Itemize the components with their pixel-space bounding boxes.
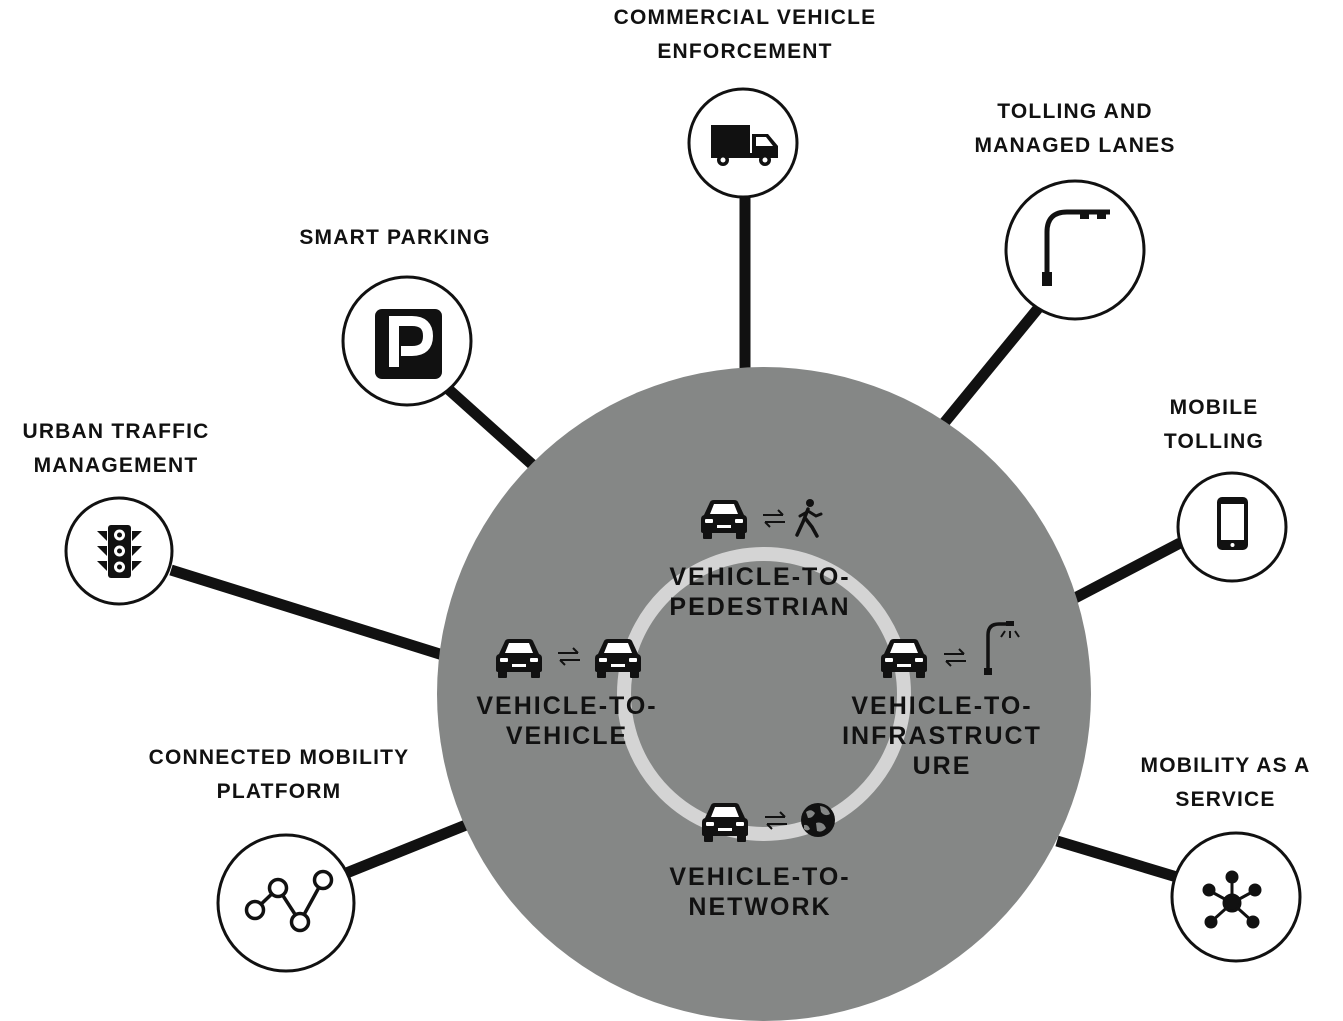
label-line: NETWORK bbox=[688, 893, 832, 921]
label-line: VEHICLE-TO- bbox=[669, 863, 851, 891]
central-disc bbox=[437, 367, 1091, 1021]
label-line: MANAGED LANES bbox=[974, 134, 1176, 157]
spoke-mobile bbox=[1072, 538, 1183, 603]
label-vehicle-to-network: VEHICLE-TO- NETWORK bbox=[630, 862, 890, 922]
label-urban-traffic-management: URBAN TRAFFIC MANAGEMENT bbox=[0, 415, 232, 483]
node-commercial-vehicle-enforcement bbox=[687, 87, 799, 199]
label-line: CONNECTED MOBILITY bbox=[148, 746, 410, 769]
node-smart-parking bbox=[341, 275, 473, 407]
label-line: ENFORCEMENT bbox=[657, 40, 833, 63]
label-vehicle-to-pedestrian: VEHICLE-TO- PEDESTRIAN bbox=[630, 562, 890, 622]
inner-ring bbox=[617, 547, 911, 841]
label-line: MANAGEMENT bbox=[33, 454, 199, 477]
streetlight-icon bbox=[984, 621, 1020, 675]
spoke-maas bbox=[1055, 835, 1182, 884]
label-vehicle-to-vehicle: VEHICLE-TO- VEHICLE bbox=[437, 691, 697, 751]
label-line: SMART PARKING bbox=[299, 226, 491, 249]
label-line: VEHICLE-TO- bbox=[476, 692, 658, 720]
label-commercial-vehicle-enforcement: COMMERCIAL VEHICLE ENFORCEMENT bbox=[560, 1, 930, 69]
spoke-connected bbox=[341, 819, 469, 880]
parking-icon bbox=[375, 309, 442, 379]
label-line: VEHICLE-TO- bbox=[669, 563, 851, 591]
label-line: TOLLING AND bbox=[997, 100, 1153, 123]
label-smart-parking: SMART PARKING bbox=[265, 221, 525, 255]
spoke-parking bbox=[433, 374, 539, 472]
pedestrian-icon bbox=[795, 499, 823, 538]
spoke-urban bbox=[169, 564, 448, 662]
label-connected-mobility-platform: CONNECTED MOBILITY PLATFORM bbox=[120, 741, 438, 809]
gantry-icon bbox=[1042, 209, 1110, 286]
label-line: COMMERCIAL VEHICLE bbox=[613, 6, 877, 29]
label-line: VEHICLE-TO- bbox=[851, 692, 1033, 720]
label-line: MOBILITY AS A bbox=[1140, 754, 1311, 777]
node-mobile-tolling bbox=[1176, 471, 1288, 583]
spoke-tolling bbox=[935, 302, 1045, 432]
smartphone-icon bbox=[1217, 497, 1248, 550]
label-line: TOLLING bbox=[1163, 430, 1265, 453]
label-line: MOBILE bbox=[1169, 396, 1259, 419]
node-urban-traffic-management bbox=[64, 496, 174, 606]
label-line: PLATFORM bbox=[216, 780, 342, 803]
node-tolling-and-managed-lanes bbox=[1004, 179, 1146, 321]
label-mobility-as-a-service: MOBILITY AS A SERVICE bbox=[1118, 749, 1333, 817]
node-circle bbox=[1004, 179, 1146, 321]
label-line: URBAN TRAFFIC bbox=[22, 420, 210, 443]
label-mobile-tolling: MOBILE TOLLING bbox=[1130, 391, 1298, 459]
traffic-light-icon bbox=[97, 525, 142, 578]
spokes bbox=[169, 186, 1183, 884]
line-graph-icon bbox=[244, 869, 334, 933]
label-line: URE bbox=[912, 752, 972, 780]
truck-icon bbox=[711, 125, 778, 166]
globe-icon bbox=[801, 803, 835, 837]
inner-icons-vehicle-to-network bbox=[702, 803, 835, 842]
label-line: VEHICLE bbox=[505, 722, 629, 750]
label-tolling-and-managed-lanes: TOLLING AND MANAGED LANES bbox=[935, 95, 1215, 163]
label-line: PEDESTRIAN bbox=[669, 593, 851, 621]
inner-icons-vehicle-to-pedestrian bbox=[701, 499, 823, 539]
inner-icons-vehicle-to-infrastructure bbox=[881, 621, 1020, 678]
label-line: INFRASTRUCT bbox=[842, 722, 1042, 750]
hub-network-icon bbox=[1202, 870, 1262, 929]
label-vehicle-to-infrastructure: VEHICLE-TO- INFRASTRUCT URE bbox=[822, 691, 1062, 781]
label-line: SERVICE bbox=[1175, 788, 1276, 811]
node-mobility-as-a-service bbox=[1170, 831, 1302, 963]
node-connected-mobility-platform bbox=[216, 833, 356, 973]
